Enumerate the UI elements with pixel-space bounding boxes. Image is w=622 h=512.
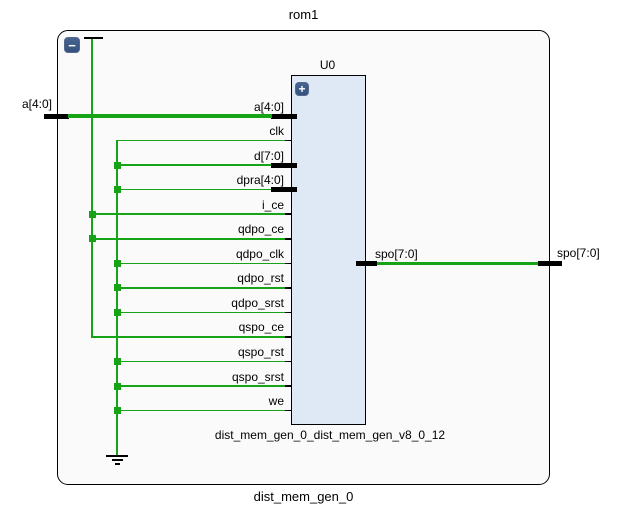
input-bus-wire[interactable] xyxy=(68,114,272,118)
pin-stub-d-7-0[interactable] xyxy=(270,162,297,168)
pin-tip-qdpo-srst[interactable] xyxy=(284,311,291,314)
ground-symbol-bar xyxy=(114,462,120,465)
pin-label-qspo-srst[interactable]: qspo_srst xyxy=(231,369,284,384)
wire-qdpo-clk[interactable] xyxy=(117,262,285,265)
pin-tip-clk[interactable] xyxy=(284,139,291,142)
pin-tip-i-ce[interactable] xyxy=(284,213,291,215)
pin-label-dpra-4-0[interactable]: dpra[4:0] xyxy=(236,173,284,188)
pin-label-d-7-0[interactable]: d[7:0] xyxy=(253,148,284,163)
output-pin-label[interactable]: spo[7:0] xyxy=(375,247,418,261)
wire-qspo-srst[interactable] xyxy=(117,385,285,387)
net-end-tick xyxy=(84,37,103,39)
output-bus-wire[interactable] xyxy=(376,261,538,266)
wire-i-ce[interactable] xyxy=(92,213,285,215)
wire-qspo-rst[interactable] xyxy=(117,360,285,363)
pin-stub-dpra-4-0[interactable] xyxy=(270,187,297,193)
instance-name-label: U0 xyxy=(319,58,336,72)
module-title: rom1 xyxy=(288,7,319,22)
pin-tip-we[interactable] xyxy=(284,409,291,412)
pin-tip-qspo-ce[interactable] xyxy=(284,336,291,338)
ground-symbol-bar xyxy=(111,458,123,461)
wire-d-7-0[interactable] xyxy=(117,164,271,166)
wire-gnd-b-vertical[interactable] xyxy=(116,139,118,455)
plus-icon: + xyxy=(298,82,306,96)
wire-qdpo-srst[interactable] xyxy=(117,311,285,314)
minus-icon: − xyxy=(68,37,76,53)
instance-block[interactable] xyxy=(290,75,366,425)
pin-label-qdpo-rst[interactable]: qdpo_rst xyxy=(237,271,284,286)
output-port-label[interactable]: spo[7:0] xyxy=(557,246,600,260)
wire-qdpo-rst[interactable] xyxy=(117,287,285,289)
wire-qdpo-ce[interactable] xyxy=(92,238,285,240)
instance-type-label: dist_mem_gen_0_dist_mem_gen_v8_0_12 xyxy=(214,428,446,442)
pin-label-i-ce[interactable]: i_ce xyxy=(261,197,284,212)
pin-tip-qspo-rst[interactable] xyxy=(284,360,291,363)
pin-label-qspo-ce[interactable]: qspo_ce xyxy=(238,320,284,335)
wire-dpra-4-0[interactable] xyxy=(117,188,271,191)
module-bottom-label: dist_mem_gen_0 xyxy=(253,489,354,504)
output-pin-stub[interactable] xyxy=(356,260,377,266)
expand-instance-button[interactable]: + xyxy=(295,82,309,96)
pin-tip-qspo-srst[interactable] xyxy=(284,385,291,387)
pin-label-a-4-0[interactable]: a[4:0] xyxy=(253,99,284,114)
pin-label-qdpo-ce[interactable]: qdpo_ce xyxy=(237,222,284,237)
input-port-stub[interactable] xyxy=(44,113,69,119)
output-port-stub[interactable] xyxy=(537,260,562,266)
pin-label-qspo-rst[interactable]: qspo_rst xyxy=(237,345,284,359)
wire-qspo-ce[interactable] xyxy=(92,336,285,338)
ground-symbol[interactable] xyxy=(106,454,128,457)
wire-gnd-a-vertical[interactable] xyxy=(91,38,93,338)
pin-label-we[interactable]: we xyxy=(268,394,284,409)
input-port-label[interactable]: a[4:0] xyxy=(21,97,52,111)
pin-label-qdpo-clk[interactable]: qdpo_clk xyxy=(235,246,284,261)
wire-clk[interactable] xyxy=(117,139,285,142)
pin-tip-qdpo-rst[interactable] xyxy=(284,287,291,289)
pin-tip-qdpo-ce[interactable] xyxy=(284,238,291,240)
pin-label-clk[interactable]: clk xyxy=(269,124,284,139)
pin-label-qdpo-srst[interactable]: qdpo_srst xyxy=(231,295,284,310)
pin-stub-a-4-0[interactable] xyxy=(270,113,297,119)
wire-we[interactable] xyxy=(117,409,285,412)
pin-tip-qdpo-clk[interactable] xyxy=(284,262,291,265)
collapse-module-button[interactable]: − xyxy=(64,37,80,53)
